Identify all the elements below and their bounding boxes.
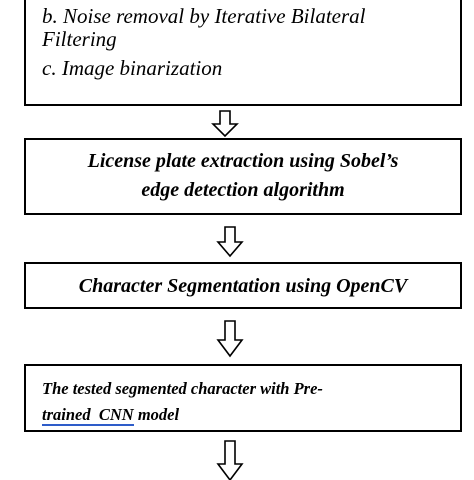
down-arrow-icon [216,226,244,258]
step-c-text: c. Image binarization [42,56,223,80]
license-plate-extraction-line2: edge detection algorithm [141,179,345,201]
cnn-model-line1: The tested segmented character with Pre- [42,379,323,398]
model-word: model [137,405,180,424]
trained-word: trained CNN [42,405,134,426]
down-arrow-icon [216,440,244,480]
cnn-model-box: The tested segmented character with Pre-… [24,364,462,432]
down-arrow-icon [216,320,244,358]
preprocessing-box: b. Noise removal by Iterative Bilateral … [24,0,462,106]
license-plate-extraction-line1: License plate extraction using Sobel’s [87,150,399,172]
character-segmentation-text: Character Segmentation using OpenCV [78,275,408,297]
character-segmentation-box: Character Segmentation using OpenCV [24,262,462,309]
cnn-word: CNN [98,405,134,424]
down-arrow-icon [211,110,239,138]
cnn-model-line2: trained CNN model [42,404,179,426]
license-plate-extraction-box: License plate extraction using Sobel’s e… [24,138,462,215]
step-b-text: b. Noise removal by Iterative Bilateral [42,4,366,28]
step-b-text-continued: Filtering [42,27,117,51]
